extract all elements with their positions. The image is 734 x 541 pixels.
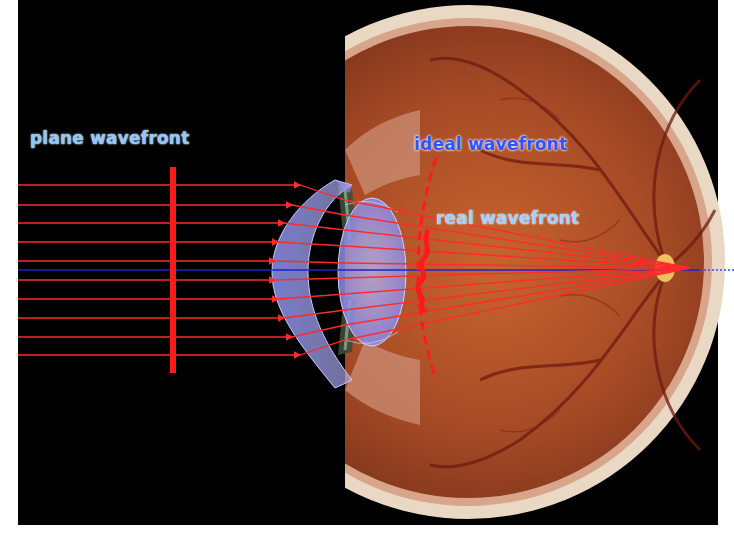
- label-text: plane wavefront: [30, 128, 190, 148]
- label-text: real wavefront: [436, 208, 579, 228]
- blood-vessels: [430, 58, 715, 466]
- plane-wavefront: [170, 167, 176, 373]
- wavefront-label: real wavefront: [436, 208, 579, 228]
- wavefront-label: plane wavefront: [30, 128, 190, 148]
- label-text: ideal wavefront: [414, 134, 567, 154]
- wavefront-label: ideal wavefront: [414, 134, 567, 154]
- background: [18, 0, 718, 525]
- ideal-wavefront: [418, 158, 436, 380]
- lens: [338, 198, 406, 346]
- eyeball: [345, 5, 725, 519]
- real-wavefront: [418, 230, 428, 312]
- light-rays: [18, 185, 690, 355]
